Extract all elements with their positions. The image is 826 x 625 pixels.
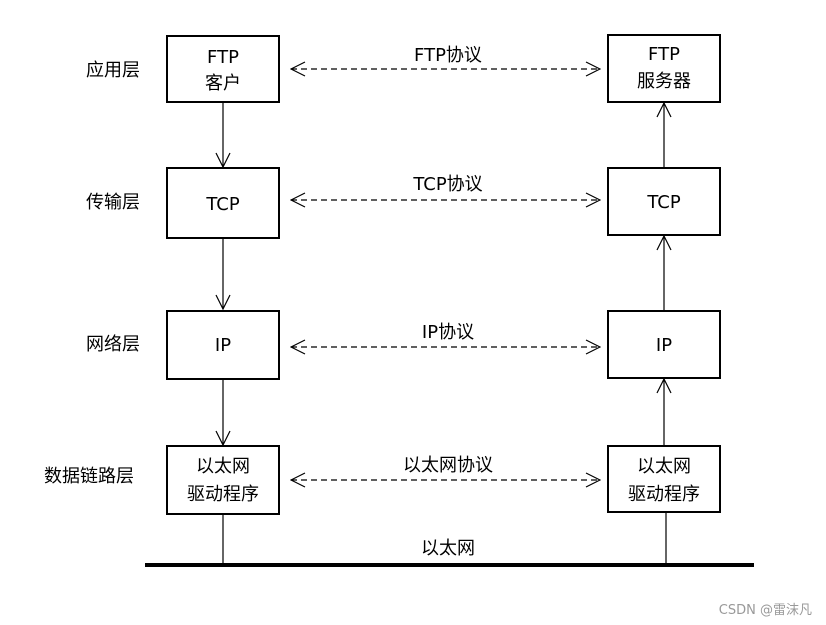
right-box-datalink-line2: 驱动程序 xyxy=(628,484,700,505)
layer-label-application: 应用层 xyxy=(86,60,140,81)
layer-label-datalink: 数据链路层 xyxy=(44,466,134,487)
left-box-transport-line1: TCP xyxy=(205,194,240,215)
right-box-transport-line1: TCP xyxy=(646,192,681,213)
protocol-label-network: IP协议 xyxy=(422,322,474,343)
left-box-network-line1: IP xyxy=(215,335,231,356)
layer-label-network: 网络层 xyxy=(86,334,140,355)
left-box-application-line2: 客户 xyxy=(205,73,241,94)
left-box-application-line1: FTP xyxy=(207,47,239,68)
left-box-datalink-line1: 以太网 xyxy=(196,456,250,477)
protocol-label-datalink: 以太网协议 xyxy=(403,455,493,476)
left-box-transport xyxy=(166,167,280,239)
ethernet-bus-label: 以太网 xyxy=(421,538,475,559)
right-box-application-line1: FTP xyxy=(648,44,680,65)
right-box-datalink-line1: 以太网 xyxy=(637,456,691,477)
left-box-datalink-line2: 驱动程序 xyxy=(187,484,259,505)
protocol-label-transport: TCP协议 xyxy=(412,174,482,195)
right-box-transport xyxy=(607,167,721,236)
right-box-datalink xyxy=(607,445,721,513)
right-box-network-line1: IP xyxy=(656,335,672,356)
watermark: CSDN @雷沫凡 xyxy=(719,603,812,618)
left-box-application xyxy=(166,35,280,103)
protocol-label-application: FTP协议 xyxy=(414,45,482,66)
layer-label-transport: 传输层 xyxy=(86,192,140,213)
left-box-datalink xyxy=(166,445,280,515)
right-box-application-line2: 服务器 xyxy=(637,71,691,92)
